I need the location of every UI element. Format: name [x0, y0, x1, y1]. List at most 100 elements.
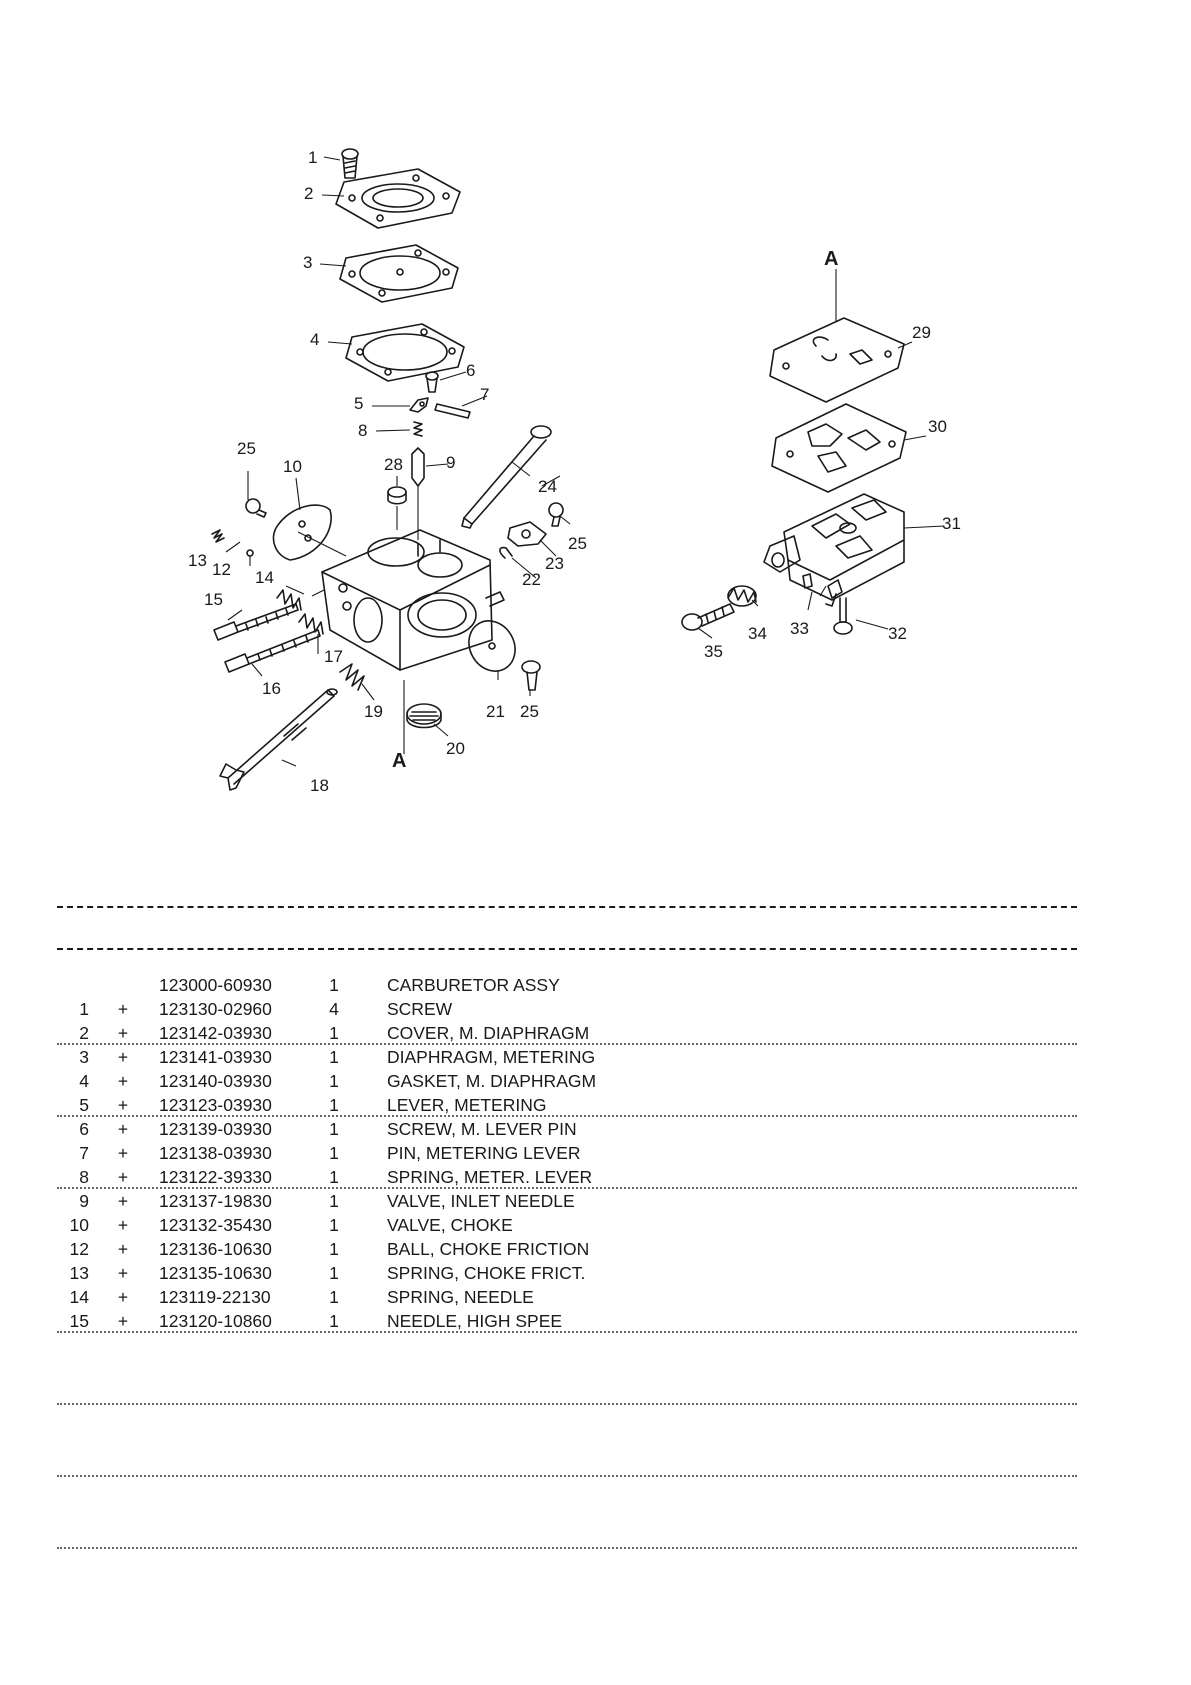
part-choke-valve-10 — [272, 504, 332, 561]
assembly-mark: + — [117, 1023, 129, 1043]
part-pin-7 — [434, 403, 471, 419]
callout-4: 4 — [310, 330, 319, 349]
quantity: 1 — [329, 1239, 339, 1259]
callout-32: 32 — [888, 624, 907, 643]
description: VALVE, INLET NEEDLE — [387, 1191, 575, 1211]
dotted-divider-7 — [57, 1547, 1077, 1549]
callout-35: 35 — [704, 642, 723, 661]
table-rule-top — [57, 906, 1077, 908]
ref-number: 5 — [79, 1095, 89, 1115]
assembly-mark: + — [117, 1143, 129, 1163]
table-rule-header — [57, 948, 1077, 950]
part-spring-13 — [211, 529, 225, 543]
callout-28: 28 — [384, 455, 403, 474]
part-screw-25b — [548, 502, 564, 527]
dotted-divider-3 — [57, 1187, 1077, 1189]
callout-21: 21 — [486, 702, 505, 721]
callout-24: 24 — [538, 477, 557, 496]
ref-number: 2 — [79, 1023, 89, 1043]
quantity: 1 — [329, 1095, 339, 1115]
callout-1: 1 — [308, 148, 317, 167]
quantity: 1 — [329, 1023, 339, 1043]
callout-22: 22 — [522, 570, 541, 589]
callout-23: 23 — [545, 554, 564, 573]
part-shaft-24 — [461, 425, 552, 529]
carburetor-body — [321, 529, 505, 671]
part-diaphragm-3 — [339, 244, 459, 303]
quantity: 1 — [329, 1311, 339, 1331]
dotted-divider-4 — [57, 1331, 1077, 1333]
detail-marker-a-bottom: A — [392, 750, 406, 772]
assembly-mark: + — [117, 1191, 129, 1211]
part-throttle-valve-21 — [468, 620, 516, 672]
part-screw-35 — [681, 603, 735, 631]
assembly-mark: + — [117, 1095, 129, 1115]
ref-number: 15 — [69, 1311, 89, 1331]
callout-8: 8 — [358, 421, 367, 440]
ref-number: 10 — [69, 1215, 89, 1235]
part-gasket-23 — [507, 521, 547, 547]
callout-34: 34 — [748, 624, 767, 643]
ref-number: 14 — [69, 1287, 89, 1307]
part-throttle-shaft-18 — [219, 688, 338, 791]
part-clip-22 — [499, 546, 513, 559]
part-number: 123132-35430 — [159, 1215, 272, 1235]
quantity: 1 — [329, 1215, 339, 1235]
assembly-mark: + — [117, 1167, 129, 1187]
assembly-mark: + — [117, 1071, 129, 1091]
callout-12: 12 — [212, 560, 231, 579]
quantity: 1 — [329, 975, 339, 995]
description: SPRING, CHOKE FRICT. — [387, 1263, 586, 1283]
assembly-mark: + — [117, 1287, 129, 1307]
part-number: 123141-03930 — [159, 1047, 272, 1067]
assembly-mark: + — [117, 999, 129, 1019]
exploded-parts-diagram: 1 2 3 4 5 6 7 8 9 10 12 13 14 15 16 17 1… — [188, 148, 961, 795]
quantity: 1 — [329, 1143, 339, 1163]
part-number: 123138-03930 — [159, 1143, 272, 1163]
assembly-mark: + — [117, 1047, 129, 1067]
description: BALL, CHOKE FRICTION — [387, 1239, 590, 1259]
description: LEVER, METERING — [387, 1095, 547, 1115]
part-gasket-29 — [769, 317, 905, 403]
part-pump-body-31 — [763, 493, 905, 607]
part-number: 123119-22130 — [159, 1287, 271, 1307]
part-spring-17 — [298, 613, 324, 635]
quantity: 1 — [329, 1167, 339, 1187]
assembly-mark: + — [117, 1119, 129, 1139]
leader-lines — [225, 156, 945, 767]
ref-number: 4 — [79, 1071, 89, 1091]
part-screw-25c — [521, 660, 541, 691]
callout-13: 13 — [188, 551, 207, 570]
assembly-mark: + — [117, 1263, 129, 1283]
quantity: 4 — [329, 999, 339, 1019]
dotted-divider-2 — [57, 1115, 1077, 1117]
part-check-valve-33 — [802, 573, 813, 589]
part-number: 123135-10630 — [159, 1263, 272, 1283]
quantity: 1 — [329, 1047, 339, 1067]
part-lever-5 — [409, 397, 429, 413]
quantity: 1 — [329, 1191, 339, 1211]
callout-25b: 25 — [568, 534, 587, 553]
callout-6: 6 — [466, 361, 475, 380]
part-filter-20 — [406, 703, 442, 729]
callout-31: 31 — [942, 514, 961, 533]
assembly-mark: + — [117, 1239, 129, 1259]
part-spring-19 — [339, 663, 365, 691]
part-number: 123120-10860 — [159, 1311, 272, 1331]
description: SCREW, M. LEVER PIN — [387, 1119, 577, 1139]
callout-15: 15 — [204, 590, 223, 609]
part-number: 123130-02960 — [159, 999, 272, 1019]
description: NEEDLE, HIGH SPEE — [387, 1311, 563, 1331]
callout-29: 29 — [912, 323, 931, 342]
description: COVER, M. DIAPHRAGM — [387, 1023, 590, 1043]
description: SPRING, NEEDLE — [387, 1287, 534, 1307]
